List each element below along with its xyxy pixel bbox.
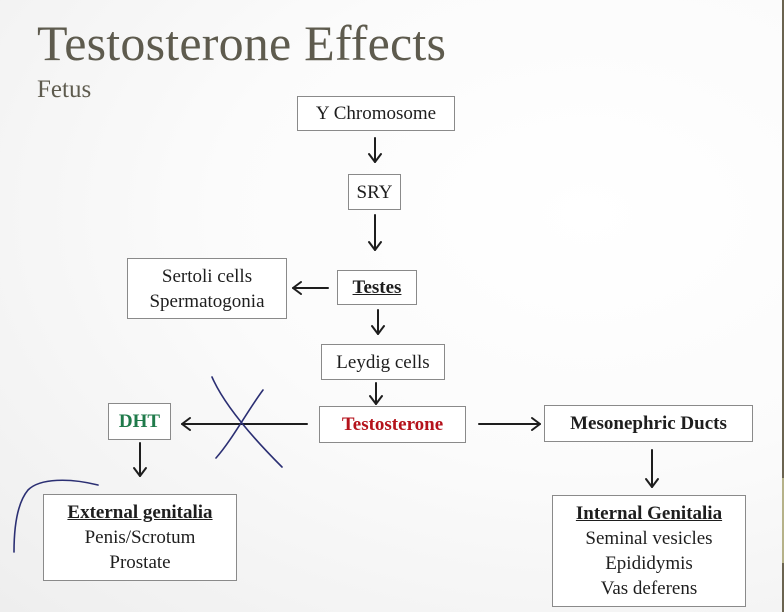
cross-out-stroke-1 (211, 376, 283, 468)
arrow-mesonephric-to-internal (645, 449, 659, 488)
leydig-box: Leydig cells (321, 344, 445, 380)
external-genitalia-line-2: Prostate (109, 552, 171, 573)
slide-edge (782, 0, 784, 612)
sry-box: SRY (348, 174, 401, 210)
slide-edge-highlight (782, 478, 784, 563)
arrow-testosterone-to-mesonephric (478, 417, 541, 431)
internal-genitalia-line-3: Vas deferens (600, 578, 698, 599)
external-genitalia-box: External genitalia Penis/Scrotum Prostat… (43, 494, 237, 581)
arrow-dht-to-external (133, 442, 147, 477)
y-chromosome-label: Y Chromosome (315, 103, 437, 124)
mesonephric-box: Mesonephric Ducts (544, 405, 753, 442)
leydig-label: Leydig cells (336, 351, 430, 373)
y-chromosome-box: Y Chromosome (297, 96, 455, 131)
testes-label: Testes (352, 277, 402, 298)
sertoli-line-1: Sertoli cells (161, 265, 253, 287)
internal-genitalia-line-2: Epididymis (605, 553, 693, 574)
dht-label: DHT (118, 411, 161, 432)
sertoli-box: Sertoli cells Spermatogonia (127, 258, 287, 319)
internal-genitalia-line-1: Seminal vesicles (585, 528, 713, 549)
arrow-sry-to-testes (368, 214, 382, 251)
slide-title: Testosterone Effects (37, 15, 447, 71)
internal-genitalia-box: Internal Genitalia Seminal vesicles Epid… (552, 495, 746, 607)
external-genitalia-line-1: Penis/Scrotum (84, 527, 196, 548)
dht-box: DHT (108, 403, 171, 440)
arrow-testes-to-leydig (371, 309, 385, 335)
arrow-leydig-to-testosterone (369, 382, 383, 405)
internal-genitalia-heading: Internal Genitalia (575, 503, 723, 524)
testes-box: Testes (337, 270, 417, 305)
testosterone-label: Testosterone (341, 414, 444, 435)
external-genitalia-heading: External genitalia (67, 502, 213, 523)
hand-drawn-bracket (13, 479, 99, 553)
cross-out-stroke-2 (215, 389, 264, 459)
arrow-y-to-sry (368, 137, 382, 163)
testosterone-box: Testosterone (319, 406, 466, 443)
arrow-testes-to-sertoli (292, 281, 329, 295)
sertoli-line-2: Spermatogonia (149, 290, 265, 312)
arrow-testosterone-to-dht (181, 417, 308, 431)
slide-subtitle: Fetus (37, 76, 92, 103)
sry-label: SRY (356, 181, 393, 203)
mesonephric-label: Mesonephric Ducts (570, 413, 727, 434)
